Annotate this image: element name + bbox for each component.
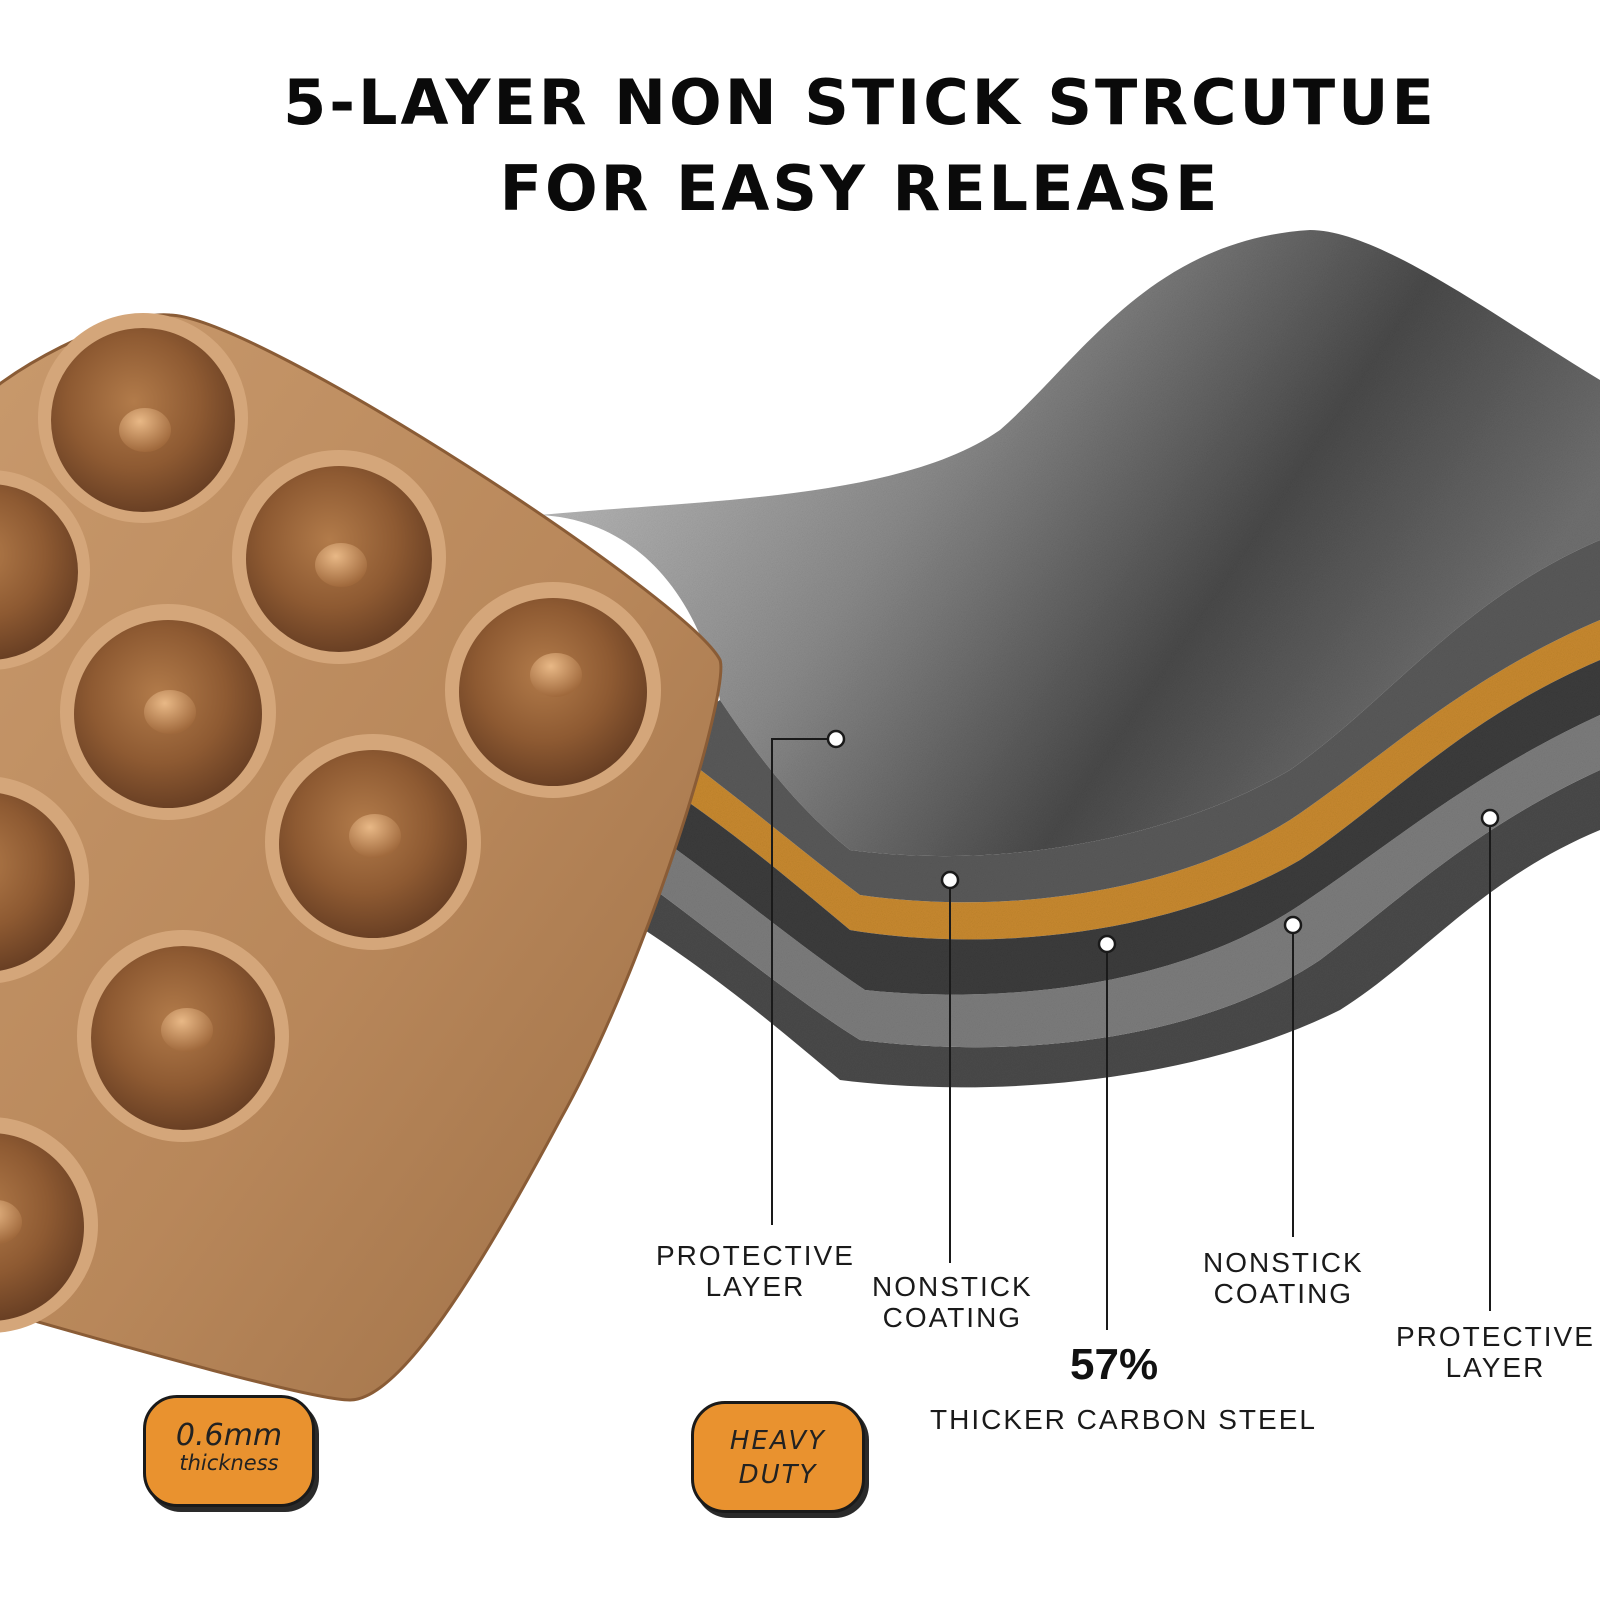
callout-protective-layer-left: PROTECTIVE LAYER — [656, 1240, 855, 1302]
callout-dot — [1283, 915, 1303, 935]
callout-nonstick-coating-left: NONSTICK COATING — [872, 1271, 1033, 1333]
callout-line: COATING — [1213, 1278, 1354, 1309]
callout-dot — [826, 729, 846, 749]
donut-cup — [38, 313, 248, 523]
callout-protective-layer-right: PROTECTIVE LAYER — [1396, 1321, 1595, 1383]
heavy-duty-line-2: DUTY — [738, 1460, 818, 1490]
donut-cup — [0, 470, 90, 670]
callout-line: PROTECTIVE — [656, 1240, 855, 1271]
callout-lines — [771, 738, 1491, 1330]
layer-bottom-protective — [580, 770, 1600, 1088]
thickness-value: 0.6mm — [175, 1418, 283, 1453]
heavy-duty-line-1: HEAVY — [729, 1426, 827, 1456]
headline-line-1: 5-LAYER NON STICK STRCUTUE — [283, 66, 1437, 139]
layer-top-edge — [660, 540, 1600, 903]
donut-cup — [445, 582, 661, 798]
callout-line: NONSTICK — [1203, 1247, 1364, 1278]
donut-cup — [0, 777, 89, 983]
callout-dot — [1097, 934, 1117, 954]
donut-cup — [232, 450, 446, 664]
callout-line: PROTECTIVE — [1396, 1321, 1595, 1352]
callout-line: COATING — [882, 1302, 1023, 1333]
layer-top-protective — [540, 230, 1600, 857]
pan-cups — [0, 313, 661, 1333]
donut-cup — [0, 1117, 98, 1333]
callout-line: NONSTICK — [872, 1271, 1033, 1302]
carbon-steel-label: THICKER CARBON STEEL — [930, 1404, 1317, 1435]
callout-nonstick-coating-right: NONSTICK COATING — [1203, 1247, 1364, 1309]
callout-line: LAYER — [1445, 1352, 1546, 1383]
thickness-badge: 0.6mm thickness — [143, 1395, 315, 1507]
donut-cup — [265, 734, 481, 950]
layer-lower-coating — [600, 715, 1600, 1048]
layer-stack — [540, 230, 1600, 1088]
headline-line-2: FOR EASY RELEASE — [499, 152, 1221, 225]
callout-dot — [940, 870, 960, 890]
heavy-duty-badge: HEAVY DUTY — [691, 1401, 865, 1513]
donut-cup — [77, 930, 289, 1142]
thickness-label: thickness — [179, 1451, 279, 1475]
layer-upper-coating — [620, 660, 1600, 995]
callout-dots — [826, 729, 1500, 954]
carbon-steel-percent: 57% — [1070, 1340, 1159, 1389]
leader-line — [771, 738, 836, 1225]
callout-line: LAYER — [705, 1271, 806, 1302]
callout-dot — [1480, 808, 1500, 828]
donut-cup — [60, 604, 276, 820]
donut-pan — [0, 313, 723, 1402]
